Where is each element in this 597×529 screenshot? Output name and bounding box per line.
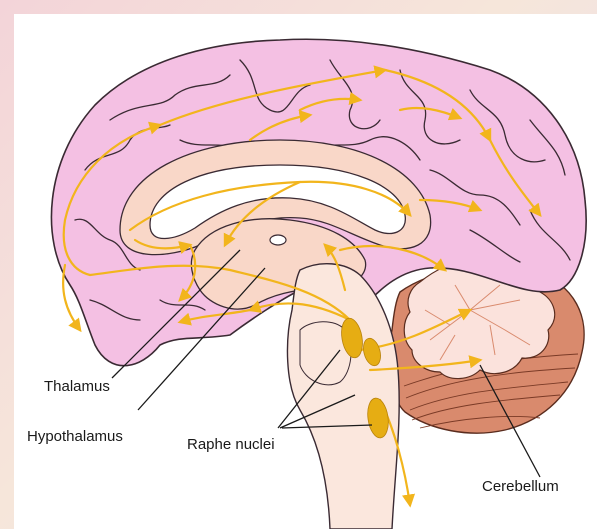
label-hypothalamus: Hypothalamus bbox=[27, 428, 123, 445]
interthalamic-adhesion bbox=[270, 235, 286, 245]
label-raphe-nuclei: Raphe nuclei bbox=[187, 436, 275, 453]
label-thalamus: Thalamus bbox=[44, 378, 110, 395]
brainstem bbox=[287, 264, 399, 529]
label-cerebellum: Cerebellum bbox=[482, 478, 559, 495]
